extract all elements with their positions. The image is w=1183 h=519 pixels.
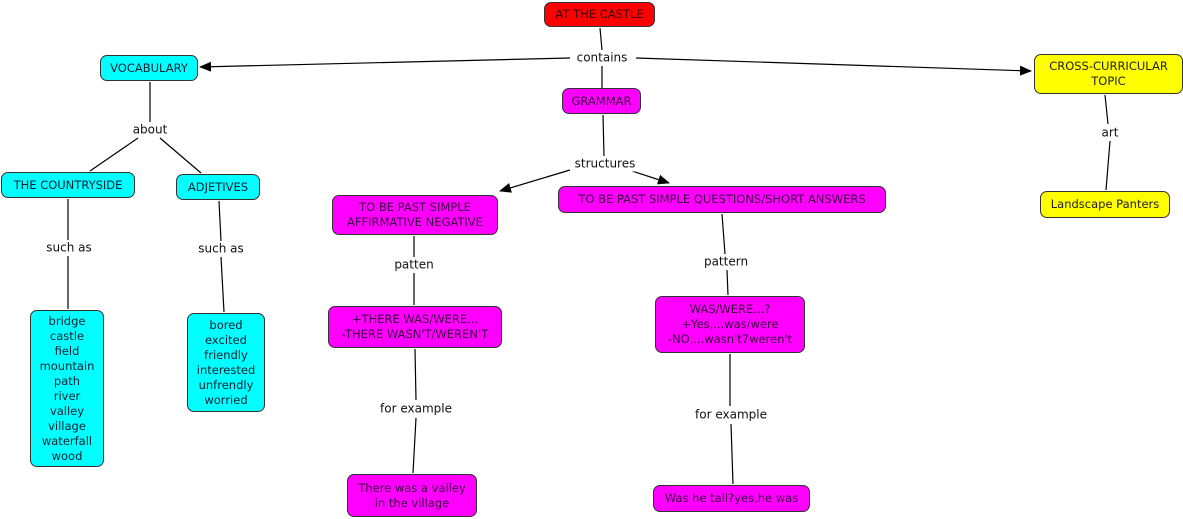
node-text-line: castle xyxy=(49,328,85,343)
node-text-line: waterfall xyxy=(41,433,93,448)
node-text-line: TO BE PAST SIMPLE QUESTIONS/SHORT ANSWER… xyxy=(578,192,866,206)
node-text-line: ADJETIVES xyxy=(187,179,249,194)
node-text-line: THE COUNTRYSIDE xyxy=(13,177,123,192)
line-connector xyxy=(220,256,225,313)
node-text-line: AFFIRMATIVE NEGATIVE xyxy=(347,215,483,229)
line-connector xyxy=(414,348,417,401)
node-vocabulary[interactable]: VOCABULARY xyxy=(100,55,198,81)
line-connector xyxy=(726,269,729,296)
node-text-line: worried xyxy=(204,392,248,407)
link-label-art: art xyxy=(1098,125,1122,141)
node-text-line: +THERE WAS/WERE... xyxy=(351,312,479,326)
line-connector xyxy=(89,137,139,172)
node-questions-short-answers[interactable]: TO BE PAST SIMPLE QUESTIONS/SHORT ANSWER… xyxy=(558,186,886,213)
node-text-line: path xyxy=(53,373,81,388)
node-text-line: AT THE CASTLE xyxy=(555,7,644,21)
line-connector xyxy=(1104,94,1109,125)
link-label-about: about xyxy=(129,122,171,138)
node-text-line: +Yes,...was/were xyxy=(681,317,779,331)
node-text-line: field xyxy=(54,343,80,358)
line-connector xyxy=(721,213,726,255)
node-text-line: village xyxy=(48,418,86,433)
node-text-line: TOPIC xyxy=(1091,74,1126,88)
node-grammar[interactable]: GRAMMAR xyxy=(562,88,641,114)
line-connector xyxy=(1105,140,1111,191)
node-text-line: in the village xyxy=(374,495,450,510)
node-text-line: TO BE PAST SIMPLE xyxy=(359,200,471,214)
node-text-line: valley xyxy=(49,403,85,418)
node-text-line: bridge xyxy=(48,313,86,328)
node-text-line: wood xyxy=(51,448,83,463)
line-connector xyxy=(412,417,417,474)
node-text-line: Landscape Panters xyxy=(1050,197,1160,211)
link-label-pattern: pattern xyxy=(700,254,752,270)
node-at-the-castle[interactable]: AT THE CASTLE xyxy=(544,2,655,27)
node-text-line: river xyxy=(53,388,81,403)
node-text-line: mountain xyxy=(39,358,95,373)
node-text-line: excited xyxy=(205,332,247,347)
node-there-was-were[interactable]: +THERE WAS/WERE...-THERE WASN'T/WEREN'T xyxy=(328,306,502,348)
node-text-line: -THERE WASN'T/WEREN'T xyxy=(341,327,489,341)
arrow-connector xyxy=(499,169,571,193)
line-connector xyxy=(218,200,222,242)
node-adjetives[interactable]: ADJETIVES xyxy=(176,174,260,200)
node-text-line: unfrendly xyxy=(198,377,254,392)
node-the-countryside[interactable]: THE COUNTRYSIDE xyxy=(1,172,135,198)
arrow-connector xyxy=(631,170,670,185)
node-text-line: friendly xyxy=(204,347,248,362)
arrow-connector xyxy=(199,57,571,72)
line-connector xyxy=(159,137,202,174)
node-text-line: bored xyxy=(209,317,243,332)
node-text-line: VOCABULARY xyxy=(110,60,188,75)
link-label-contains: contains xyxy=(573,50,631,66)
line-connector xyxy=(602,114,605,157)
node-text-line: There was a valley xyxy=(358,480,466,495)
link-label-patten: patten xyxy=(391,257,437,273)
link-label-structures: structures xyxy=(571,156,639,172)
node-text-line: -NO,...wasn't7weren't xyxy=(667,332,793,346)
node-text-line: interested xyxy=(196,362,256,377)
node-text-line: GRAMMAR xyxy=(571,93,632,108)
line-connector xyxy=(730,423,734,485)
arrow-connector xyxy=(635,57,1032,76)
link-label-such-as-countryside: such as xyxy=(43,240,95,256)
link-label-such-as-adjetives: such as xyxy=(195,241,247,257)
node-text-line: CROSS-CURRICULAR xyxy=(1049,59,1168,73)
node-was-were-pattern[interactable]: WAS/WERE...?+Yes,...was/were-NO,...wasn'… xyxy=(655,296,805,353)
link-label-for-example-2: for example xyxy=(692,407,770,423)
line-connector xyxy=(599,27,603,51)
link-label-for-example-1: for example xyxy=(377,401,455,417)
node-example-tall[interactable]: Was he tall?yes,he was xyxy=(653,485,810,512)
node-text-line: Was he tall?yes,he was xyxy=(664,491,799,505)
node-text-line: WAS/WERE...? xyxy=(689,302,771,316)
node-landscape-panters[interactable]: Landscape Panters xyxy=(1040,191,1170,218)
